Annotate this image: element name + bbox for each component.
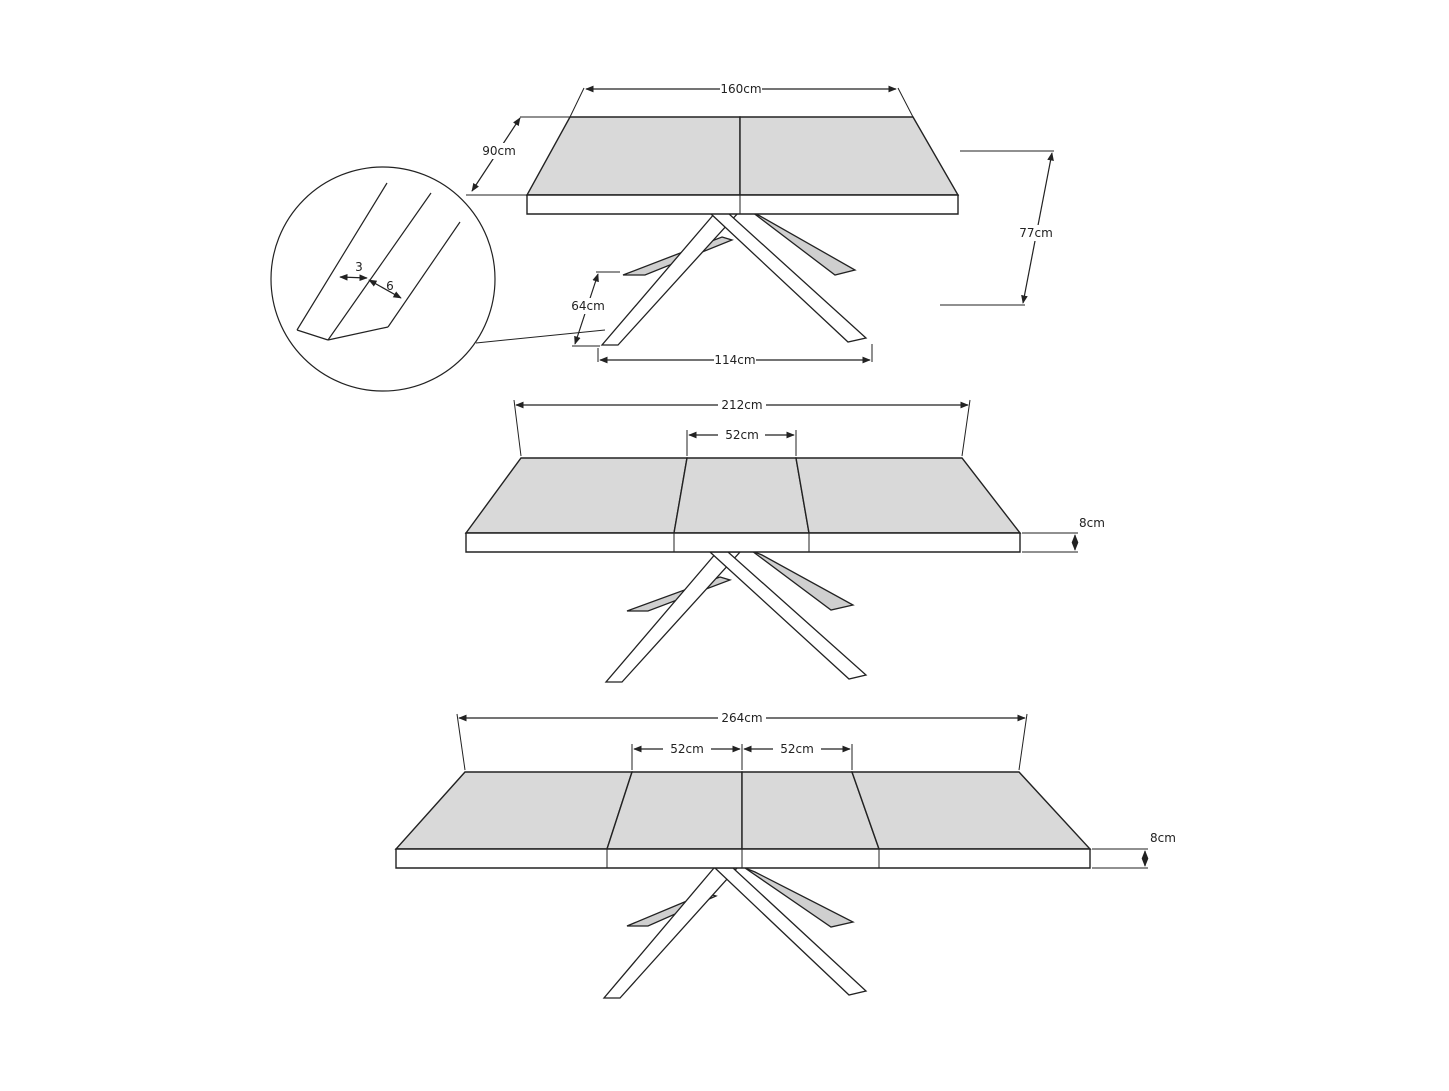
- table-two-extensions: 264cm 52cm 52cm 8cm: [394, 711, 1176, 999]
- tabletop-left-section: [394, 771, 633, 850]
- thickness-8-label: 8cm: [1079, 516, 1105, 530]
- tabletop-front-edge: [395, 848, 1091, 869]
- tabletop-left-half: [525, 116, 741, 196]
- width-212-label: 212cm: [721, 398, 762, 412]
- back-leg-right: [744, 867, 855, 928]
- tabletop-extension: [673, 457, 810, 534]
- front-leg-right: [713, 867, 868, 996]
- tabletop-left-section: [464, 457, 688, 534]
- leg-depth-64-label: 64cm: [571, 299, 605, 313]
- bevel-detail-circle: 3 6: [270, 166, 606, 392]
- tabletop-right-section: [795, 457, 1022, 534]
- detail-dim-6-label: 6: [386, 279, 394, 293]
- extension-2-52-label: 52cm: [780, 742, 814, 756]
- table-one-extension: 212cm 52cm 8cm: [464, 398, 1105, 683]
- tabletop-front-edge: [526, 194, 959, 215]
- depth-90-label: 90cm: [482, 144, 516, 158]
- front-leg-left: [600, 212, 740, 346]
- thickness-8-label: 8cm: [1150, 831, 1176, 845]
- tabletop-right-section: [851, 771, 1092, 850]
- front-leg-left: [604, 551, 742, 683]
- width-264-label: 264cm: [721, 711, 762, 725]
- back-leg-right: [751, 550, 855, 611]
- height-77-label: 77cm: [1019, 226, 1053, 240]
- extension-1-52-label: 52cm: [670, 742, 704, 756]
- leg-span-114-label: 114cm: [714, 353, 755, 367]
- front-leg-left: [602, 867, 739, 999]
- tabletop-right-half: [739, 116, 960, 196]
- detail-dim-3-label: 3: [355, 260, 363, 274]
- extension-52-label: 52cm: [725, 428, 759, 442]
- tabletop-front-edge: [465, 532, 1021, 553]
- table-compact: 160cm 90cm 77cm 64cm 114cm: [466, 82, 1056, 367]
- width-160-label: 160cm: [720, 82, 761, 96]
